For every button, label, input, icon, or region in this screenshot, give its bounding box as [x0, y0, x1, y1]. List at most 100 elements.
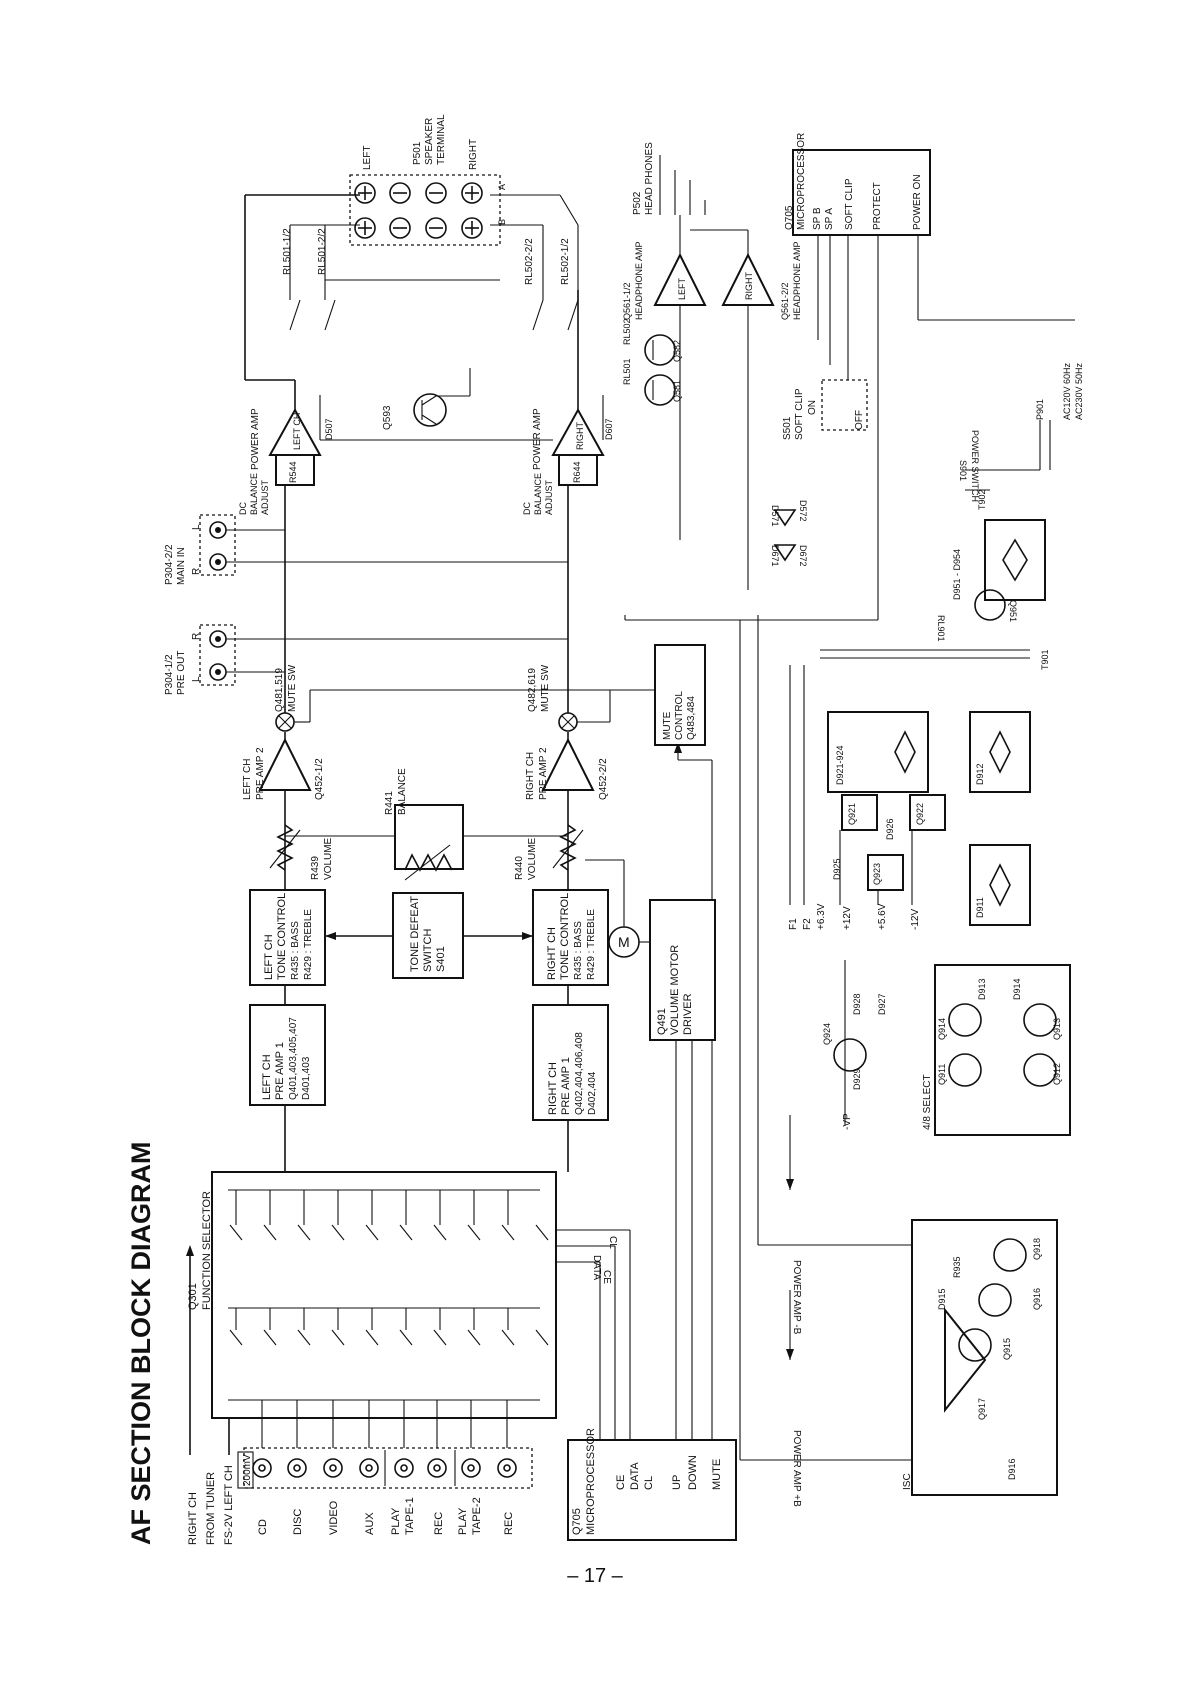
svg-text:R439: R439 — [310, 856, 321, 880]
svg-text:D926: D926 — [885, 818, 895, 840]
svg-text:Q401,403,405,407: Q401,403,405,407 — [288, 1017, 299, 1100]
svg-text:Q301: Q301 — [187, 1283, 199, 1310]
svg-text:R: R — [191, 568, 202, 575]
svg-text:D507: D507 — [324, 418, 334, 440]
svg-text:LEFT CH: LEFT CH — [263, 934, 275, 980]
svg-text:CL: CL — [643, 1476, 655, 1490]
pre-out-jacks: P304-1/2 PRE OUT L R — [164, 624, 236, 695]
svg-text:CD: CD — [257, 1519, 269, 1535]
svg-text:TONE DEFEAT: TONE DEFEAT — [409, 896, 421, 972]
svg-text:ISC: ISC — [902, 1473, 913, 1490]
volume-left: R439 VOLUME — [269, 824, 334, 880]
svg-text:POWER AMP: POWER AMP — [532, 408, 543, 470]
svg-text:Q593: Q593 — [382, 405, 393, 430]
svg-text:Q582: Q582 — [672, 340, 682, 362]
svg-text:D912: D912 — [975, 763, 985, 785]
q593-transistor: Q593 — [382, 368, 471, 430]
svg-text:SWITCH: SWITCH — [422, 929, 434, 972]
svg-text:Q483,484: Q483,484 — [686, 696, 697, 740]
svg-text:Q923: Q923 — [872, 863, 882, 885]
svg-text:MUTE: MUTE — [662, 711, 673, 740]
main-in-jacks: P304-2/2 MAIN IN R L — [164, 514, 236, 585]
svg-text:P501: P501 — [412, 141, 423, 165]
volume-right: R440 VOLUME — [514, 824, 584, 880]
transformers: T902 T901 — [820, 489, 1050, 670]
hp-amp-right: RIGHT Q561-2/2 HEADPHONE AMP — [721, 241, 802, 320]
svg-text:DISC: DISC — [292, 1509, 304, 1535]
svg-text:+12V: +12V — [842, 906, 853, 930]
tone-control-left-block: LEFT CH TONE CONTROL R435 : BASS R429 : … — [249, 889, 326, 986]
preamp1-right-block: RIGHT CH PRE AMP 1 Q402,404,406,408 D402… — [532, 1004, 609, 1121]
svg-text:Q452-2/2: Q452-2/2 — [598, 758, 609, 800]
svg-text:RL502-2/2: RL502-2/2 — [524, 238, 535, 285]
svg-text:SOFT CLIP: SOFT CLIP — [844, 178, 855, 230]
svg-text:D911: D911 — [975, 897, 985, 918]
svg-text:ADJUST: ADJUST — [260, 479, 270, 515]
microprocessor-bottom: Q705 MICROPROCESSOR CE DATA CL UP DOWN M… — [567, 1428, 737, 1541]
power-switch: S901 POWER SWITCH P901 AC120V 60Hz AC230… — [958, 362, 1084, 502]
svg-text:MUTE SW: MUTE SW — [540, 664, 551, 712]
svg-text:RIGHT CH: RIGHT CH — [547, 1062, 559, 1115]
svg-text:SPEAKER: SPEAKER — [424, 118, 435, 165]
svg-text:D927: D927 — [877, 993, 887, 1015]
svg-text:LEFT: LEFT — [362, 146, 373, 170]
preamp2-left: LEFT CH PRE AMP 2 Q452-1/2 — [242, 737, 325, 800]
svg-text:VOLUME: VOLUME — [527, 837, 538, 880]
mute-switch-right: Q482,619 MUTE SW — [527, 664, 578, 732]
svg-text:Q912: Q912 — [1052, 1063, 1062, 1085]
svg-text:M: M — [618, 934, 630, 950]
svg-text:Q917: Q917 — [977, 1398, 987, 1420]
svg-text:RL501: RL501 — [622, 358, 632, 385]
svg-text:POWER AMP -B: POWER AMP -B — [791, 1260, 802, 1335]
dc-balance-right: R644 DC BALANCE ADJUST — [522, 454, 598, 515]
rail-labels: F1 F2 +6.3V +12V +5.6V -12V — [788, 903, 921, 930]
svg-text:TERMINAL: TERMINAL — [436, 114, 447, 165]
svg-text:F2: F2 — [802, 918, 813, 930]
svg-text:R440: R440 — [514, 856, 525, 880]
microprocessor-top: Q705 MICROPROCESSOR SP B SP A SOFT CLIP … — [784, 133, 931, 236]
svg-text:SP B: SP B — [812, 207, 823, 230]
svg-text:VIDEO: VIDEO — [328, 1500, 340, 1535]
svg-text:RIGHT CH: RIGHT CH — [525, 752, 536, 800]
svg-text:Q705: Q705 — [784, 205, 795, 230]
svg-text:OFF: OFF — [854, 410, 865, 430]
svg-text:MUTE SW: MUTE SW — [287, 664, 298, 712]
power-amp-b-pos: POWER AMP +B — [786, 1290, 802, 1507]
svg-text:DC: DC — [238, 502, 248, 515]
svg-text:F1: F1 — [788, 918, 799, 930]
svg-text:D671: D671 — [770, 545, 780, 567]
psu-section: D921-924 Q921 Q922 Q923 D926 D925 D912 D… — [827, 711, 1031, 926]
svg-text:+6.3V: +6.3V — [816, 903, 827, 930]
svg-text:POWER AMP: POWER AMP — [250, 408, 261, 470]
svg-text:Q581: Q581 — [672, 380, 682, 402]
vp-section: Q924 D928 D927 D929 -VP — [822, 960, 887, 1130]
svg-text:AUX: AUX — [364, 1512, 376, 1535]
svg-text:-VP: -VP — [842, 1113, 853, 1130]
svg-text:R435 : BASS: R435 : BASS — [290, 921, 301, 980]
balance-block: R441 BALANCE — [285, 768, 568, 881]
svg-text:Q921: Q921 — [847, 803, 857, 825]
preamp1-left-block: LEFT CH PRE AMP 1 Q401,403,405,407 D401,… — [249, 1004, 326, 1106]
svg-text:BALANCE: BALANCE — [533, 473, 543, 515]
svg-text:AC230V 50Hz: AC230V 50Hz — [1074, 362, 1084, 420]
svg-text:Q918: Q918 — [1032, 1238, 1042, 1260]
svg-text:P304-2/2: P304-2/2 — [164, 544, 175, 585]
svg-text:CL: CL — [607, 1236, 618, 1249]
svg-text:PRE AMP 1: PRE AMP 1 — [560, 1057, 572, 1115]
svg-text:D951 - D954: D951 - D954 — [952, 549, 962, 600]
svg-text:VOLUME MOTOR: VOLUME MOTOR — [669, 945, 681, 1035]
bridge-top: D951 - D954 — [952, 519, 1046, 601]
selector-switches — [229, 1224, 549, 1346]
svg-text:D572: D572 — [798, 500, 808, 522]
svg-text:ON: ON — [807, 400, 818, 415]
svg-text:REC: REC — [503, 1512, 515, 1535]
svg-text:R: R — [191, 633, 202, 640]
svg-text:T902: T902 — [977, 489, 987, 510]
svg-text:D913: D913 — [977, 978, 987, 1000]
svg-text:SOFT CLIP: SOFT CLIP — [794, 388, 805, 440]
svg-text:S901: S901 — [958, 460, 968, 481]
svg-text:TONE CONTROL: TONE CONTROL — [559, 893, 571, 980]
svg-text:D925: D925 — [832, 858, 842, 880]
svg-text:RIGHT: RIGHT — [575, 422, 585, 451]
svg-text:Q402,404,406,408: Q402,404,406,408 — [574, 1032, 585, 1115]
